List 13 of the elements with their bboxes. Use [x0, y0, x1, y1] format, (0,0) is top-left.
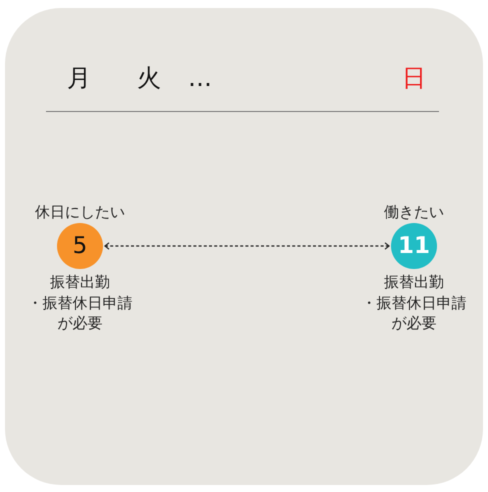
ellipsis-label: … [188, 63, 212, 93]
weekday-label: 火 [137, 63, 161, 93]
day-circle [391, 223, 437, 269]
dashed-arrow [104, 242, 390, 250]
weekday-label: 月 [67, 63, 91, 93]
caption-text: 休日にしたい [35, 202, 125, 222]
day-number: 5 [72, 234, 88, 258]
note-text: 振替出勤・振替休日申請が必要 [26, 272, 134, 334]
day-number: 11 [398, 234, 430, 258]
weekday-label: 日 [402, 63, 426, 93]
caption-text: 働きたい [384, 202, 444, 222]
note-text: 振替出勤・振替休日申請が必要 [360, 272, 468, 334]
day-circle [57, 223, 103, 269]
